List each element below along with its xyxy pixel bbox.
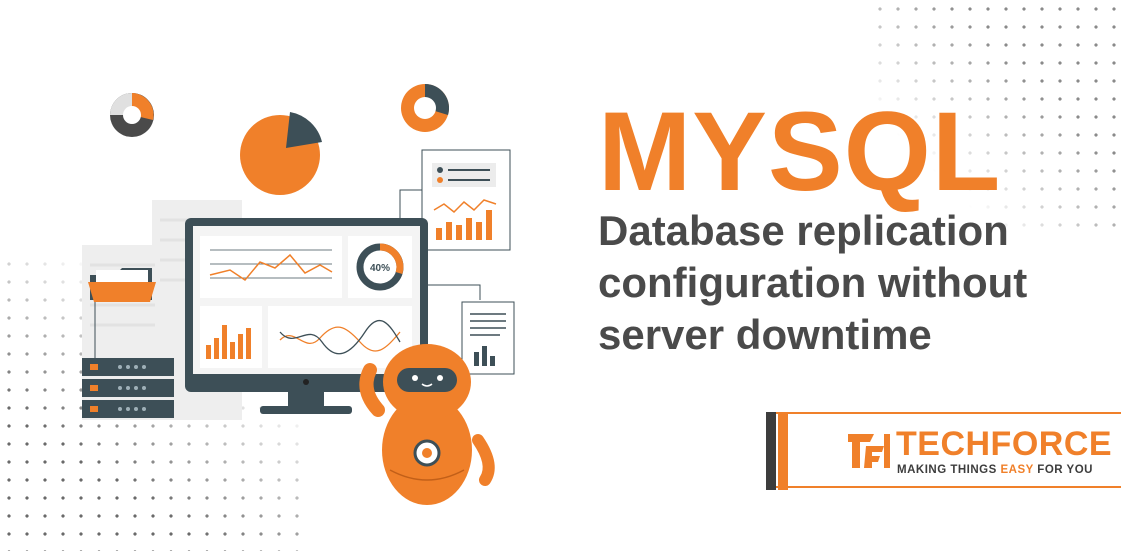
tagline-post: FOR YOU	[1033, 464, 1093, 476]
tagline-pre: MAKING THINGS	[897, 464, 1001, 476]
folder-icon	[88, 268, 156, 302]
subtitle-line-1: Database replication	[598, 207, 1009, 254]
large-pie-icon	[240, 112, 322, 195]
small-pie-icon	[110, 93, 154, 137]
report-document-top	[421, 149, 511, 251]
page-headline: MYSQL	[598, 89, 1002, 214]
donut-percent-label: 40%	[370, 263, 390, 274]
report-document-middle	[461, 301, 515, 375]
brand-accent-bar-orange	[778, 412, 788, 490]
brand-tagline: MAKING THINGS EASY FOR YOU	[897, 464, 1093, 476]
ring-pie-icon	[401, 83, 450, 132]
subtitle-line-3: server downtime	[598, 311, 932, 358]
tagline-accent: EASY	[1000, 464, 1034, 476]
techforce-logo-icon	[848, 434, 890, 468]
hero-illustration: 40%	[82, 83, 515, 505]
server-stack-icon	[82, 358, 174, 418]
brand-name: TECHFORCE	[896, 425, 1113, 463]
brand-accent-bar-dark	[766, 412, 776, 490]
robot-mascot	[359, 344, 495, 505]
monitor: 40%	[185, 218, 428, 414]
brand-banner: TECHFORCE MAKING THINGS EASY FOR YOU	[766, 412, 1121, 490]
dot-pattern-top-right	[871, 0, 1121, 230]
page-subtitle: Database replication configuration witho…	[598, 205, 1098, 361]
subtitle-line-2: configuration without	[598, 259, 1028, 306]
